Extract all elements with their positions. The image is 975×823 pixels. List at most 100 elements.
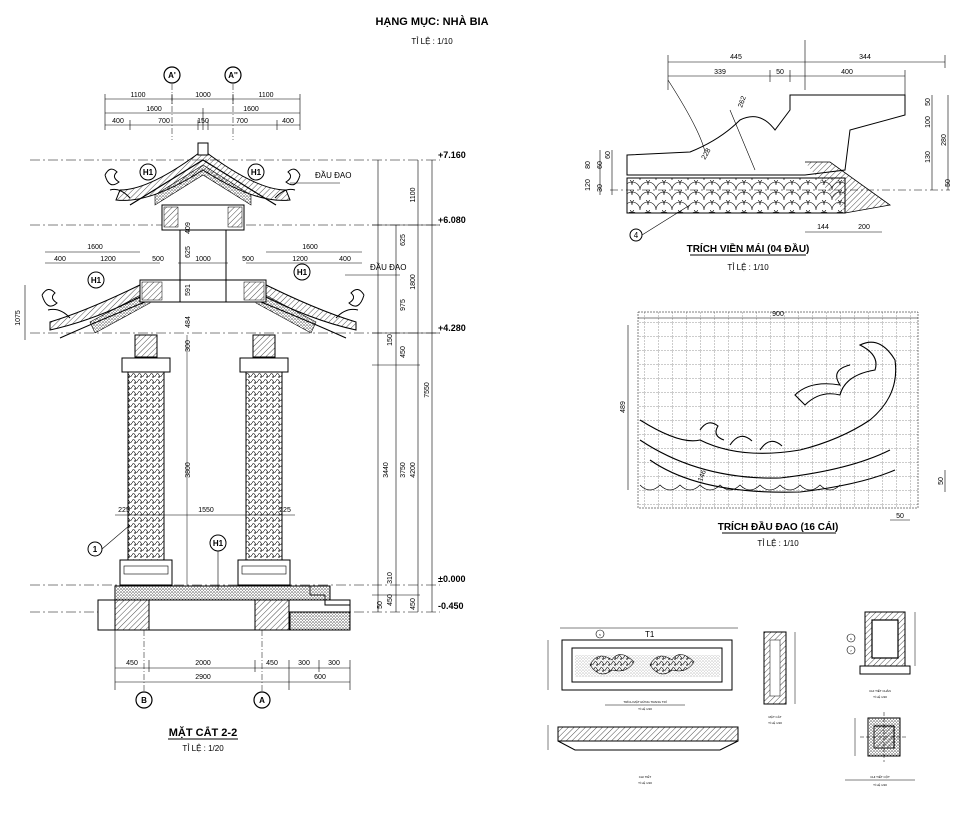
label-dau-dao-mid: ĐẦU ĐAO: [370, 262, 406, 272]
dim-top-9: 700: [236, 118, 248, 125]
dim-mid-l1: 1600: [87, 244, 103, 251]
dim-inner-4: 484: [185, 316, 192, 328]
axis-label: A': [168, 71, 176, 80]
dim-vm-b1: 144: [817, 224, 829, 231]
panel-scale: TỈ LỆ 1/20: [638, 706, 652, 711]
dim-top-1: 1100: [130, 92, 145, 99]
dim-top-6: 400: [112, 118, 124, 125]
section-title: MẶT CẮT 2-2: [169, 726, 237, 739]
dim-dd-4: 50: [896, 513, 904, 520]
dim-vm-diag2: 228: [701, 147, 713, 161]
callout-label: 1: [93, 545, 98, 554]
detail-vien-mai: 445 344 339 50 400 262 228 50 100 280 13…: [585, 40, 952, 272]
dim-bot-2: 2000: [195, 660, 211, 667]
dau-dao-ornament: [639, 341, 897, 493]
beam-caption: CHI TIẾT: [639, 774, 652, 779]
dim-vm-1: 445: [730, 54, 742, 61]
dim-right-2: 625: [400, 234, 407, 246]
lower-roof: [41, 229, 365, 339]
dim-inner-1: 409: [185, 222, 192, 234]
dim-vm-r2: 100: [925, 116, 932, 128]
panel-caption: TRÍCH MẶT ĐỨNG TRANG TRÍ: [623, 699, 666, 704]
marker-label: H1: [297, 268, 308, 277]
dim-mid-l4: 500: [152, 256, 164, 263]
dim-bot-6: 2900: [195, 674, 211, 681]
axis-label: A: [259, 696, 265, 705]
detail-dau-dao-scale: TỈ LỆ : 1/10: [757, 539, 799, 548]
dim-vm-r5: 50: [945, 179, 952, 187]
dim-mid-l2: 400: [54, 256, 66, 263]
dim-right-14: 7550: [424, 382, 431, 398]
dim-inner-6: 3800: [185, 462, 192, 478]
dim-top-7: 700: [158, 118, 170, 125]
dim-right-6: 3440: [383, 462, 390, 478]
column-scale: TỈ LỆ 1/20: [873, 782, 887, 787]
level-4: ±0.000: [438, 574, 465, 584]
carved-panel-elevation: T1 5 TRÍCH MẶT ĐỨNG TRANG TRÍ TỈ LỆ 1/20: [547, 627, 738, 711]
level-1: +7.160: [438, 150, 466, 160]
dim-mid-c: 1000: [195, 256, 211, 263]
callout-4: 4: [629, 204, 691, 242]
dim-bot-4: 300: [298, 660, 310, 667]
callout-7: 7: [846, 645, 856, 655]
dim-right-8: 450: [387, 594, 394, 606]
dim-vm-r4: 130: [925, 151, 932, 163]
dim-vm-l3: 60: [605, 151, 612, 159]
axis-label: B: [141, 696, 147, 705]
beam-elevation: CHI TIẾT TỈ LỆ 1/20: [547, 725, 739, 785]
marker-h1-mid-right: H1: [293, 263, 311, 281]
dim-bot-3: 450: [266, 660, 278, 667]
dim-vm-l2: 60: [597, 161, 604, 169]
dim-right-12: 450: [410, 598, 417, 610]
dim-top-8: 150: [197, 118, 209, 125]
upper-roof: [104, 142, 301, 231]
dragon-ornament-lower-right: [335, 289, 365, 319]
dim-vm-4: 50: [776, 69, 784, 76]
dim-dd-3: 50: [938, 477, 945, 485]
section-2-2: A' A'' 1100 1000 1100 1600 1600 400 700 …: [15, 66, 466, 753]
dim-vm-5: 400: [841, 69, 853, 76]
dim-vm-b2: 200: [858, 224, 870, 231]
detail-vien-mai-scale: TỈ LỆ : 1/10: [727, 263, 769, 272]
axis-bubble-bottom-left: B: [135, 630, 153, 709]
axis-bubble-top-right: A'': [224, 66, 242, 84]
callout-label: 7: [850, 649, 852, 653]
dim-dd-1: 900: [772, 311, 784, 318]
marker-label: H1: [251, 168, 262, 177]
small-details: T1 5 TRÍCH MẶT ĐỨNG TRANG TRÍ TỈ LỆ 1/20…: [547, 611, 916, 787]
dim-dd-2: 489: [620, 401, 627, 413]
column-detail: CHI TIẾT CỘT TỈ LỆ 1/20: [845, 712, 915, 787]
base-caption: CHI TIẾT CHÂN: [869, 688, 891, 693]
level-2: +6.080: [438, 215, 466, 225]
dim-vm-diag1: 262: [737, 95, 748, 108]
section-small-caption: MẶT CẮT: [768, 714, 781, 719]
sheet-title: HẠNG MỤC: NHÀ BIA: [375, 15, 488, 28]
dim-mid-l3: 1200: [100, 256, 116, 263]
right-dimensions: [372, 160, 440, 612]
marker-label: H1: [91, 276, 102, 285]
section-scale: TỈ LỆ : 1/20: [182, 744, 224, 753]
dim-mid-r3: 400: [339, 256, 351, 263]
panel-label: T1: [645, 630, 655, 639]
detail-vien-mai-title: TRÍCH VIỀN MÁI (04 ĐẦU): [687, 242, 810, 255]
roof-edge-profile: [626, 94, 906, 176]
dim-vm-2: 344: [859, 54, 871, 61]
marker-h1-base: H1: [209, 534, 227, 590]
dragon-ornament-left: [104, 168, 131, 199]
marker-h1-mid-left: H1: [87, 271, 105, 289]
column-caption: CHI TIẾT CỘT: [870, 774, 890, 779]
column-left: [119, 334, 173, 586]
dim-top-2: 1000: [195, 92, 211, 99]
dim-dd-5: 146: [697, 469, 708, 482]
marker-label: H1: [213, 539, 224, 548]
dim-bot-1: 450: [126, 660, 138, 667]
column-right: [237, 334, 291, 586]
dim-col-2: 1550: [198, 507, 214, 514]
dim-right-11: 3750: [400, 462, 407, 478]
axis-label: A'': [228, 71, 238, 80]
dim-vm-r3: 280: [941, 134, 948, 146]
marker-label: H1: [143, 168, 154, 177]
callout-label: 4: [634, 231, 639, 240]
dim-left: 1075: [15, 310, 22, 326]
